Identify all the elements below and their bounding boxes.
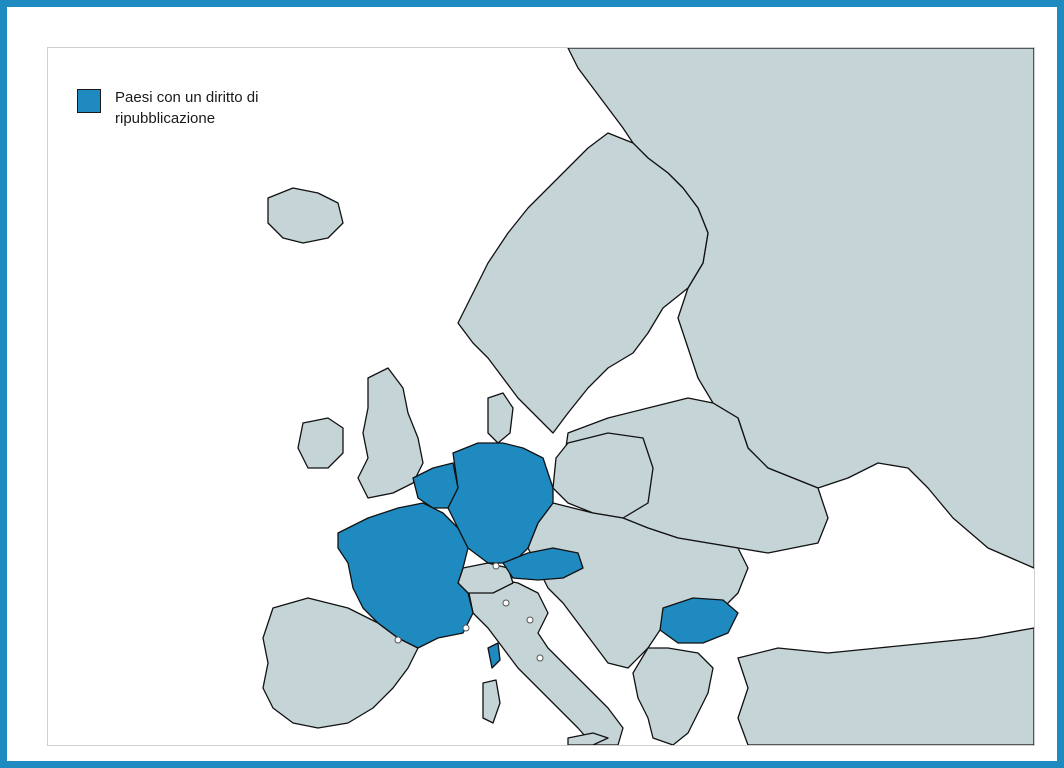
country-denmark	[487, 392, 514, 444]
country-austria	[502, 547, 584, 581]
country-germany	[447, 442, 554, 564]
legend-swatch	[77, 89, 101, 113]
microstate-marker	[536, 654, 544, 662]
country-italy	[467, 577, 624, 745]
microstate-marker	[462, 624, 470, 632]
country-greece	[632, 647, 714, 745]
microstate-marker	[526, 616, 534, 624]
island-sardinia	[482, 679, 501, 724]
country-poland	[552, 432, 654, 519]
island-sicily	[567, 732, 609, 745]
microstate-marker	[492, 562, 500, 570]
country-bulgaria	[659, 597, 739, 644]
country-turkey	[737, 627, 1034, 745]
country-ireland	[297, 417, 344, 469]
europe-map	[47, 47, 1035, 746]
country-scandinavia	[457, 132, 709, 434]
microstate-marker	[502, 599, 510, 607]
map-legend: Paesi con un diritto di ripubblicazione	[77, 87, 285, 129]
island-corsica	[487, 642, 501, 669]
country-uk	[357, 367, 424, 499]
country-iceland	[267, 187, 344, 244]
legend-label: Paesi con un diritto di ripubblicazione	[115, 89, 259, 127]
country-iberia	[262, 597, 419, 729]
microstate-marker	[394, 636, 402, 644]
map-svg	[262, 48, 1034, 745]
